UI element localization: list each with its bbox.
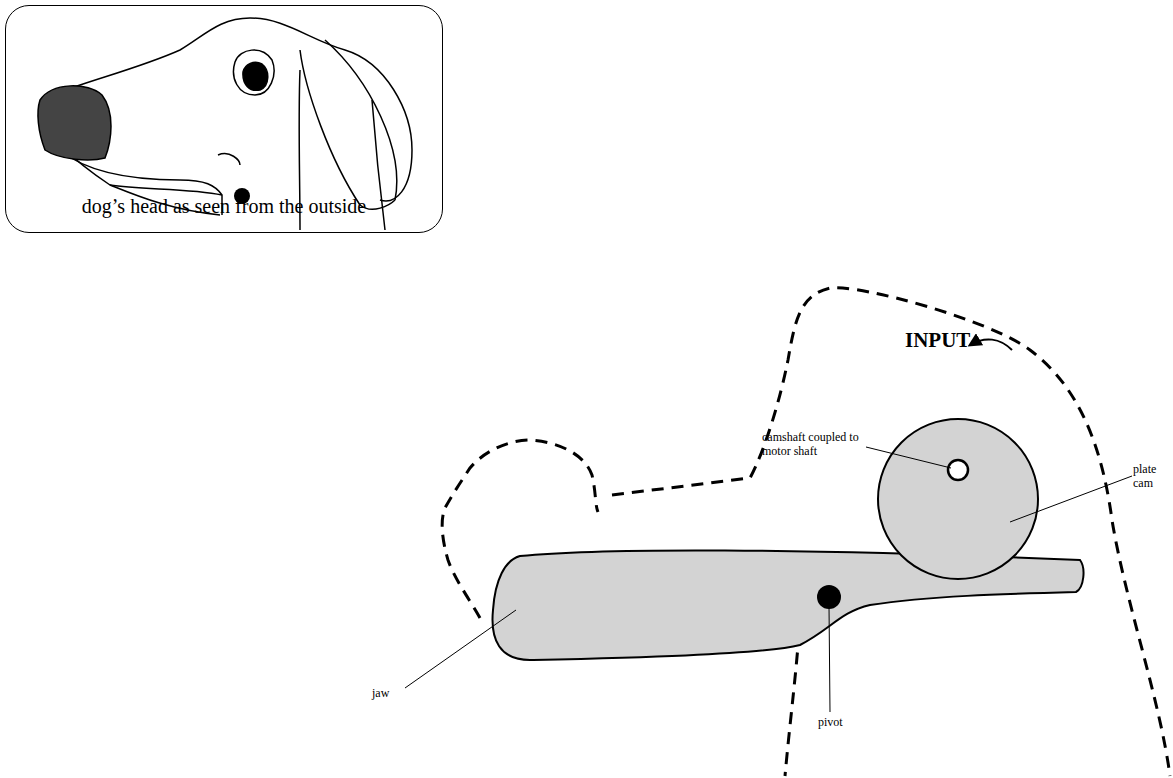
leader-lines <box>405 447 1132 712</box>
head-outline <box>442 288 1170 776</box>
part-label: camshaft coupled to motor shaft <box>762 430 862 458</box>
camshaft <box>948 460 968 480</box>
input-arrow <box>970 339 1012 350</box>
part-label: jaw <box>372 686 389 700</box>
part-label: pivot <box>818 715 843 729</box>
inset-frame: dog’s head as seen from the outside <box>5 5 443 233</box>
plate-cam <box>878 419 1038 579</box>
caption-text: dog’s head as seen from the outside <box>6 194 442 218</box>
pivot-dot <box>817 585 841 609</box>
part-label: plate cam <box>1133 462 1169 490</box>
input-label: INPUT <box>905 328 970 352</box>
